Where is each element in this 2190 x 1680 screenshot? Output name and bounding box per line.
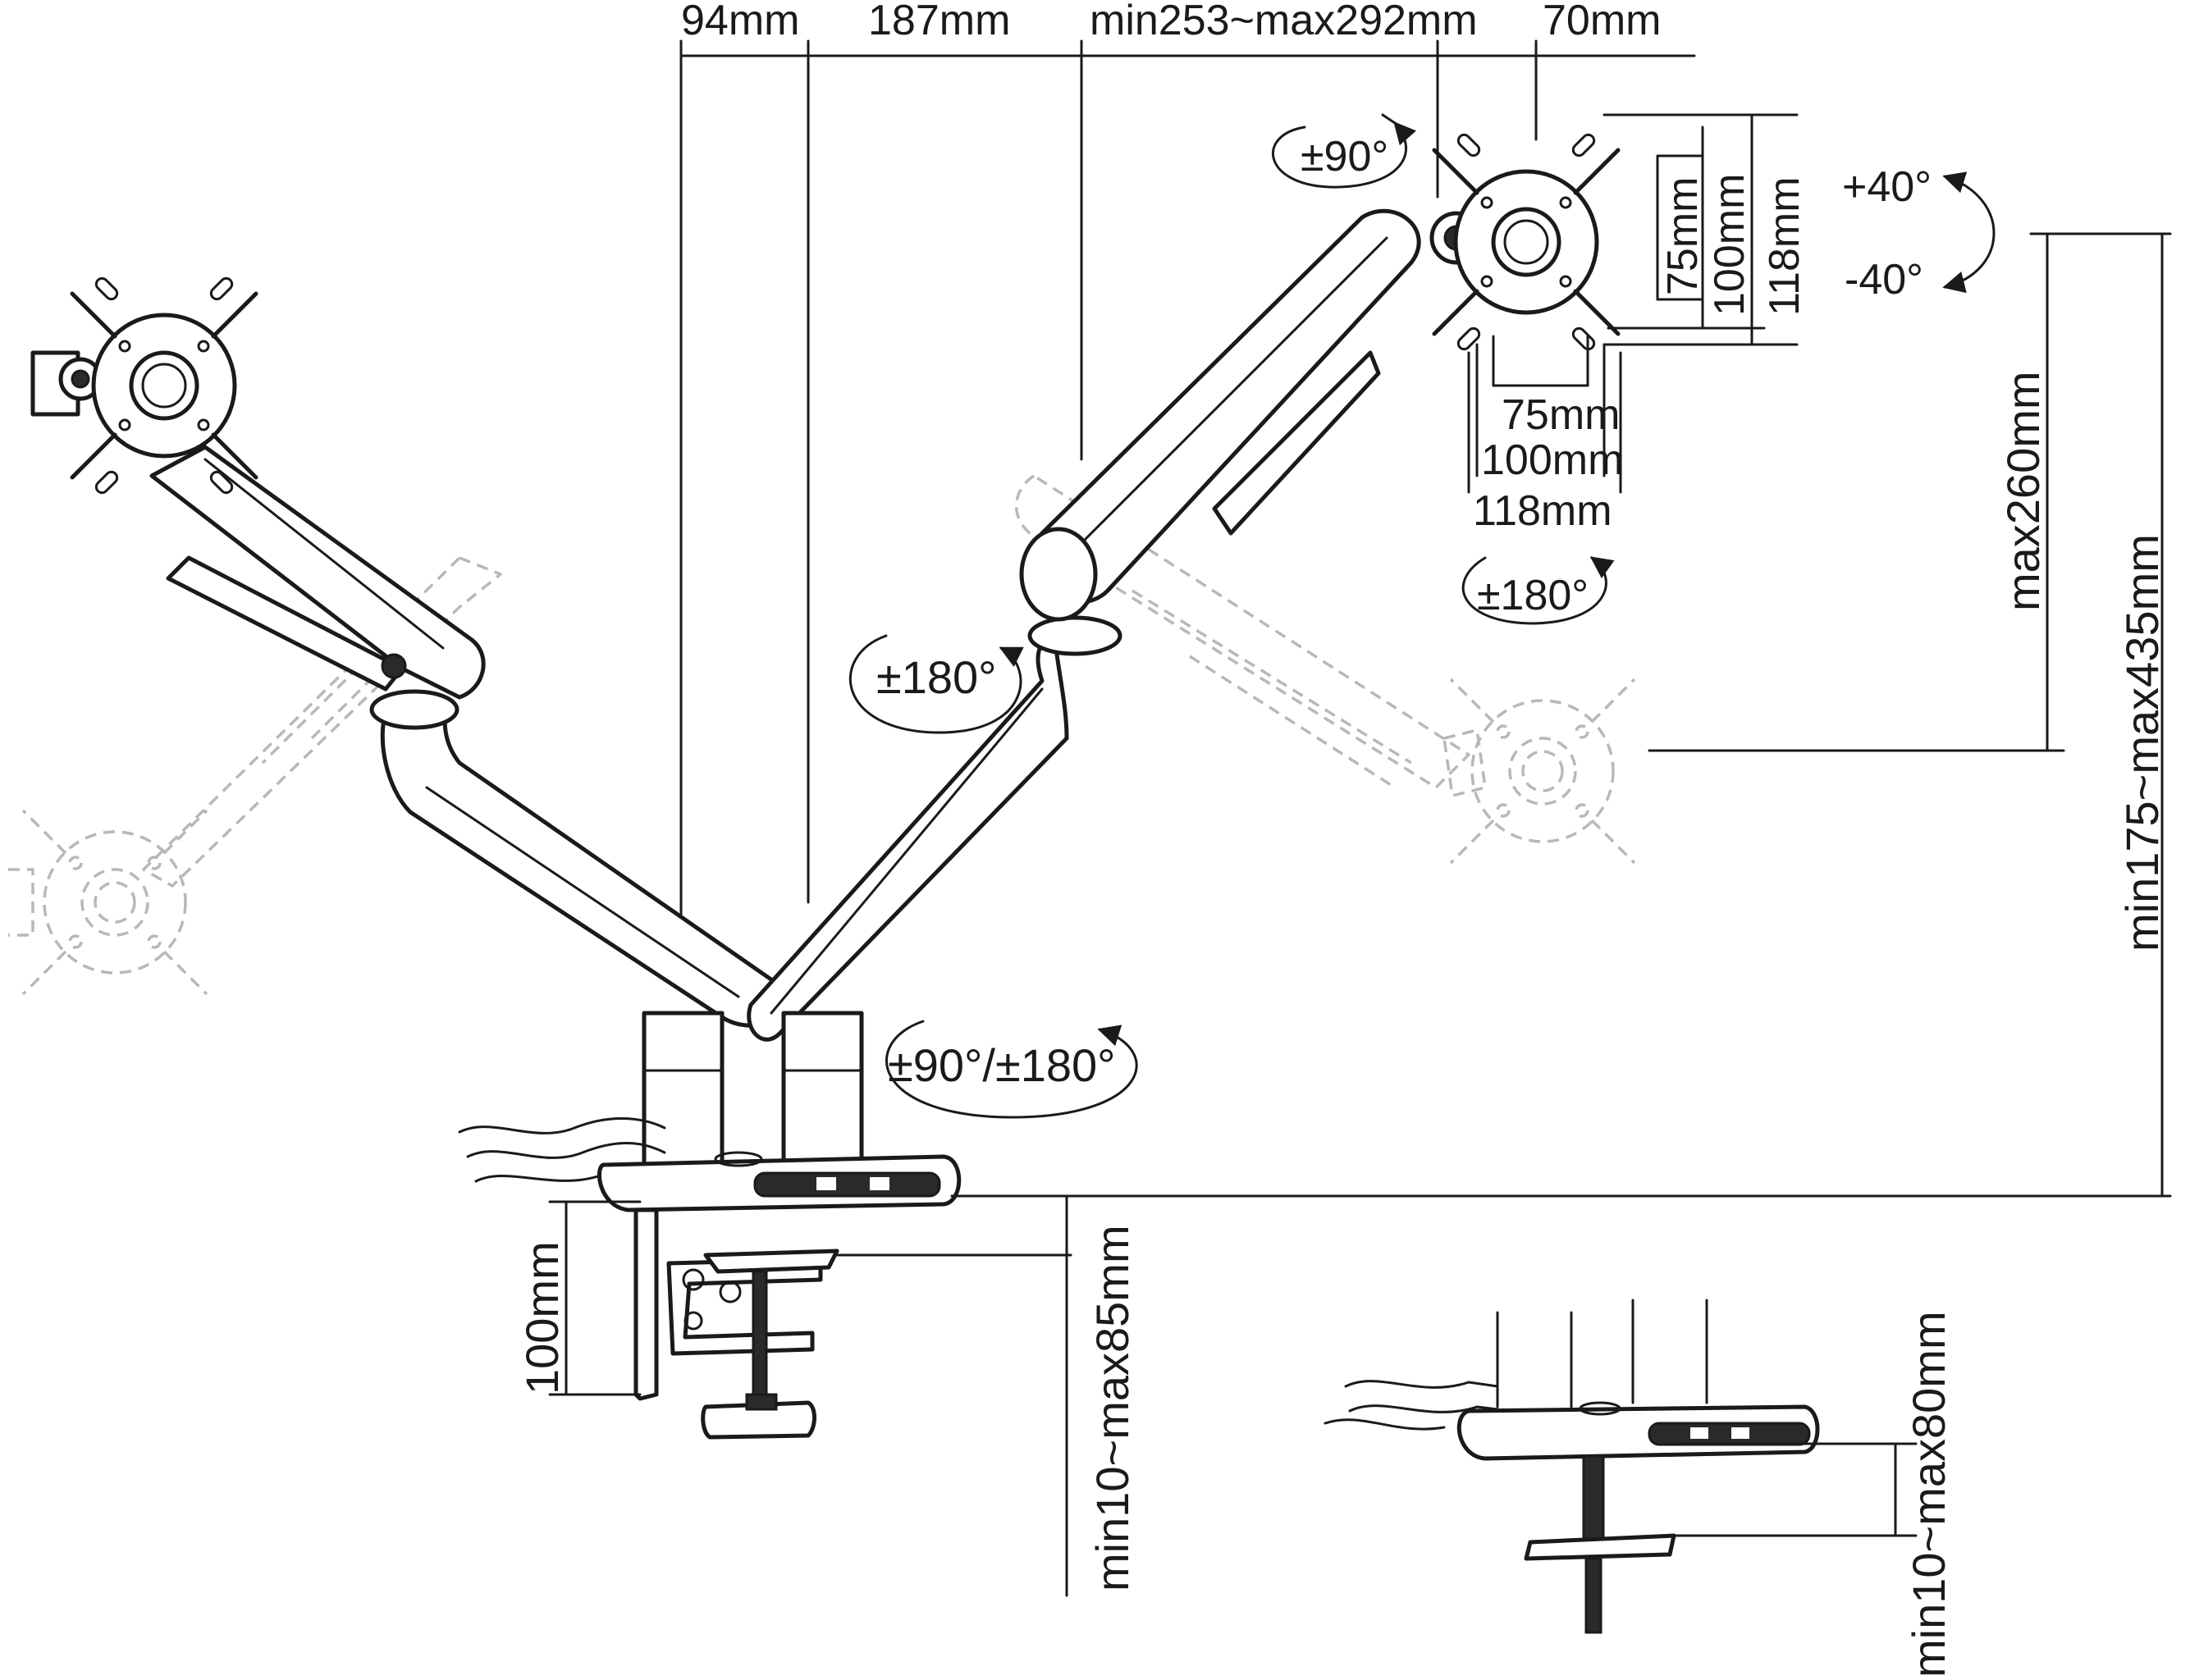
- rotation-arrow-icon: [1272, 121, 1417, 189]
- tilt-up-label: +40°: [1842, 163, 1932, 211]
- dim-70-label: 70mm: [1543, 0, 1661, 44]
- rotate-elbow-label: ±180°: [876, 651, 997, 703]
- rotate-head-label: ±180°: [1477, 572, 1589, 619]
- vesa-width-75-label: 75mm: [1502, 391, 1620, 439]
- rotation-arrow-icon: [885, 1020, 1138, 1119]
- rotate-head-indicator: [1461, 556, 1615, 625]
- rotation-arrow-icon: [848, 634, 1024, 734]
- height-range-label: max260mm: [1997, 371, 2049, 611]
- rotate-base-indicator: [885, 1020, 1138, 1119]
- swivel-head-label: ±90°: [1301, 133, 1388, 180]
- side-dimension-lines: [548, 113, 2172, 1597]
- desk-thickness-clamp-label: min10~max85mm: [1086, 1225, 1138, 1591]
- right-monitor-arm: [747, 132, 1618, 1042]
- vesa-height-118-label: 118mm: [1761, 176, 1808, 316]
- tilt-down-label: -40°: [1845, 256, 1923, 304]
- right-vesa-plate-icon: [1434, 132, 1618, 351]
- vesa-width-100-label: 100mm: [1481, 436, 1623, 484]
- top-dimension-lines: [679, 39, 1696, 916]
- grommet-mount-inset: [1324, 1299, 1918, 1634]
- ghost-right-arm: [1014, 474, 1636, 865]
- left-monitor-arm: [30, 276, 798, 1028]
- vesa-height-100-label: 100mm: [1706, 174, 1753, 316]
- desk-thickness-grommet-label: min10~max80mm: [1903, 1311, 1955, 1678]
- swivel-head-indicator: [1272, 113, 1417, 189]
- cable-icon: [466, 1142, 666, 1159]
- tilt-arrow-icon: [1942, 171, 1996, 294]
- vesa-width-118-label: 118mm: [1473, 487, 1612, 535]
- dim-187-label: 187mm: [868, 0, 1010, 44]
- dim-arm-extension-label: min253~max292mm: [1090, 0, 1478, 44]
- dim-94-label: 94mm: [681, 0, 799, 44]
- clamp-height-label: 100mm: [516, 1241, 568, 1395]
- rotate-base-label: ±90°/±180°: [888, 1039, 1116, 1091]
- rotation-arrow-icon: [1461, 556, 1615, 625]
- pole-height-label: min175~max435mm: [2116, 534, 2168, 952]
- vesa-height-75-label: 75mm: [1659, 177, 1707, 295]
- base-assembly: [458, 1011, 2172, 1440]
- rotate-elbow-indicator: [848, 634, 1024, 734]
